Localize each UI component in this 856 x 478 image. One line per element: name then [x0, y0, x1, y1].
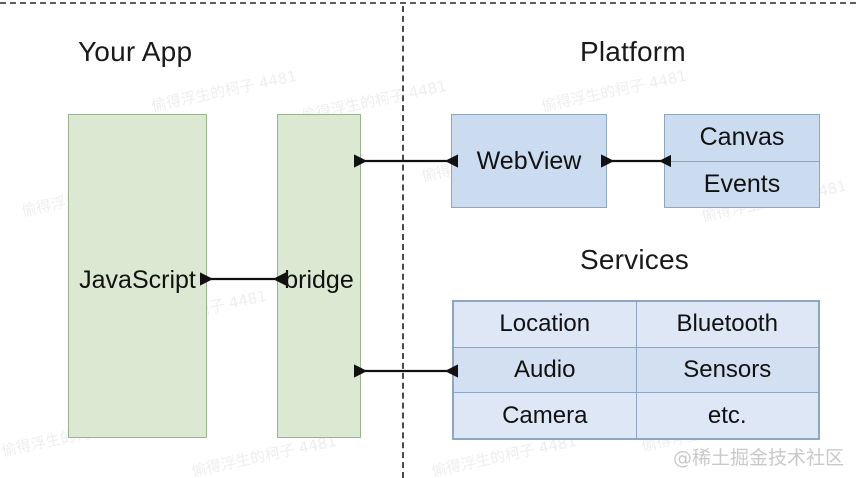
section-title-your-app: Your App [78, 36, 193, 67]
node-javascript-label: JavaScript [79, 266, 196, 294]
node-bridge[interactable]: bridge [277, 114, 361, 438]
connector-bridge-to-webview-icon [354, 151, 458, 171]
services-table: Location Bluetooth Audio Sensors Camera … [452, 300, 820, 440]
background-watermark-tile: 偷得浮生的柯子 4481 [149, 66, 299, 116]
watermark-label: @稀土掘金技术社区 [672, 447, 844, 469]
node-bridge-label: bridge [284, 266, 354, 294]
node-webview[interactable]: WebView [451, 114, 607, 208]
table-row: Location Bluetooth [453, 301, 819, 348]
vertical-dashed-divider [402, 6, 404, 478]
section-title-services: Services [580, 244, 689, 275]
node-canvas[interactable]: Canvas [665, 115, 819, 161]
node-events[interactable]: Events [665, 160, 819, 208]
section-title-platform: Platform [580, 36, 686, 67]
node-canvas-label: Canvas [699, 123, 785, 152]
connector-javascript-to-bridge-icon [200, 269, 286, 289]
service-cell-sensors[interactable]: Sensors [635, 346, 819, 394]
table-row: Audio Sensors [453, 346, 819, 394]
connector-bridge-to-services-icon [354, 361, 458, 381]
service-cell-audio[interactable]: Audio [453, 346, 637, 394]
service-cell-camera[interactable]: Camera [453, 392, 637, 439]
node-canvas-events[interactable]: Canvas Events [664, 114, 820, 208]
node-javascript[interactable]: JavaScript [68, 114, 207, 438]
connector-webview-to-canvas-events-icon [601, 151, 671, 171]
service-cell-location[interactable]: Location [453, 301, 637, 348]
service-cell-bluetooth[interactable]: Bluetooth [635, 301, 819, 348]
top-dashed-border [0, 2, 856, 4]
table-row: Camera etc. [453, 392, 819, 439]
service-cell-etc[interactable]: etc. [635, 392, 819, 439]
background-watermark-tile: 偷得浮生的柯子 4481 [539, 66, 689, 116]
node-events-label: Events [703, 169, 781, 198]
node-webview-label: WebView [476, 146, 582, 175]
